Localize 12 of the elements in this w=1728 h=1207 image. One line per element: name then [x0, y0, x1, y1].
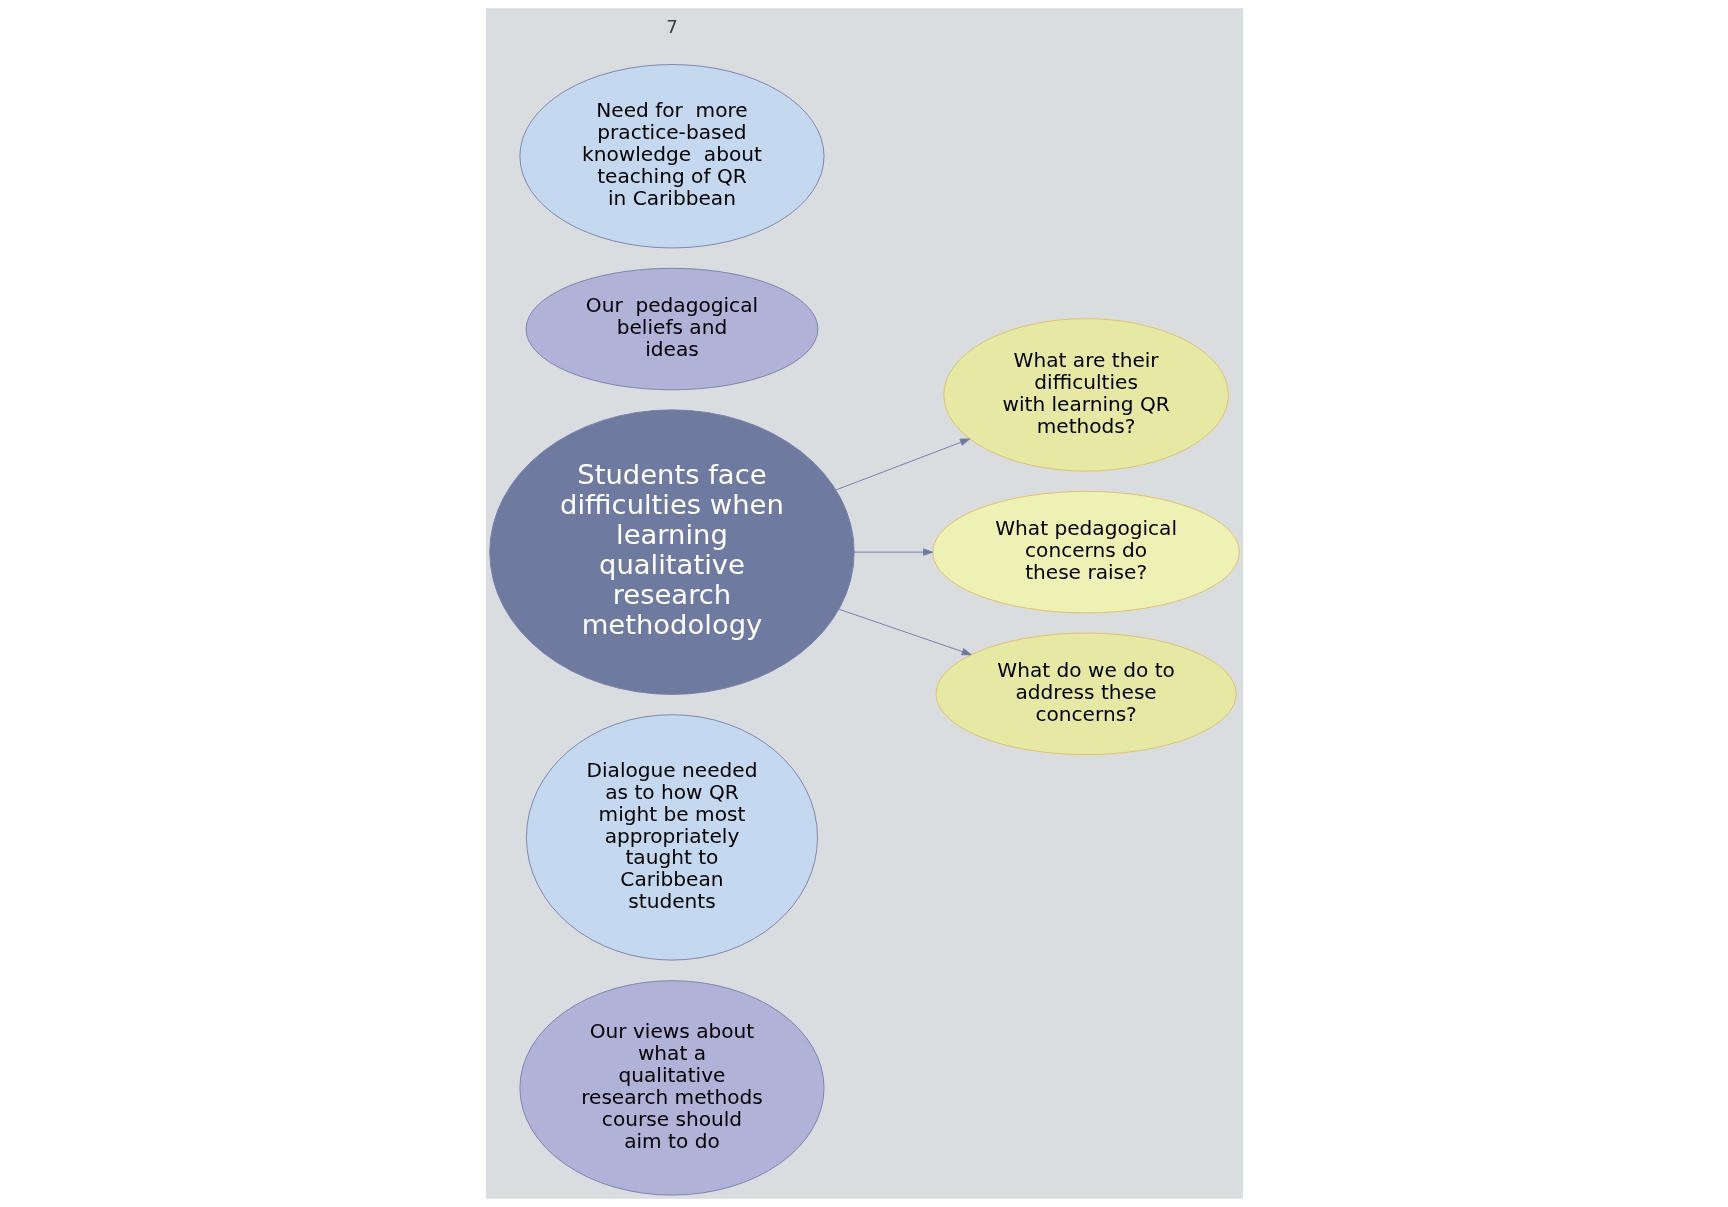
- label: 7: [665, 15, 678, 37]
- node-ellipse: What are their difficulties with learning QR methods?: [942, 318, 1229, 472]
- node-ellipse: Students face difficulties when learning qualitative research methodology: [488, 409, 855, 695]
- arrow: [838, 608, 972, 656]
- node-ellipse: Our pedagogical beliefs and ideas: [525, 267, 818, 391]
- node-ellipse: Dialogue needed as to how QR might be most appropriately taught to Caribbean students: [525, 714, 818, 961]
- node-ellipse: Need for more practice-based knowledge about teaching of QR in Caribbean: [518, 64, 824, 249]
- node-ellipse: Our views about what a qualitative research methods course should aim to do: [518, 980, 824, 1196]
- arrow: [835, 438, 970, 491]
- node-ellipse: What do we do to address these concerns?: [935, 632, 1237, 756]
- node-ellipse: What pedagogical concerns do these raise?: [931, 490, 1240, 614]
- arrow: [853, 548, 933, 556]
